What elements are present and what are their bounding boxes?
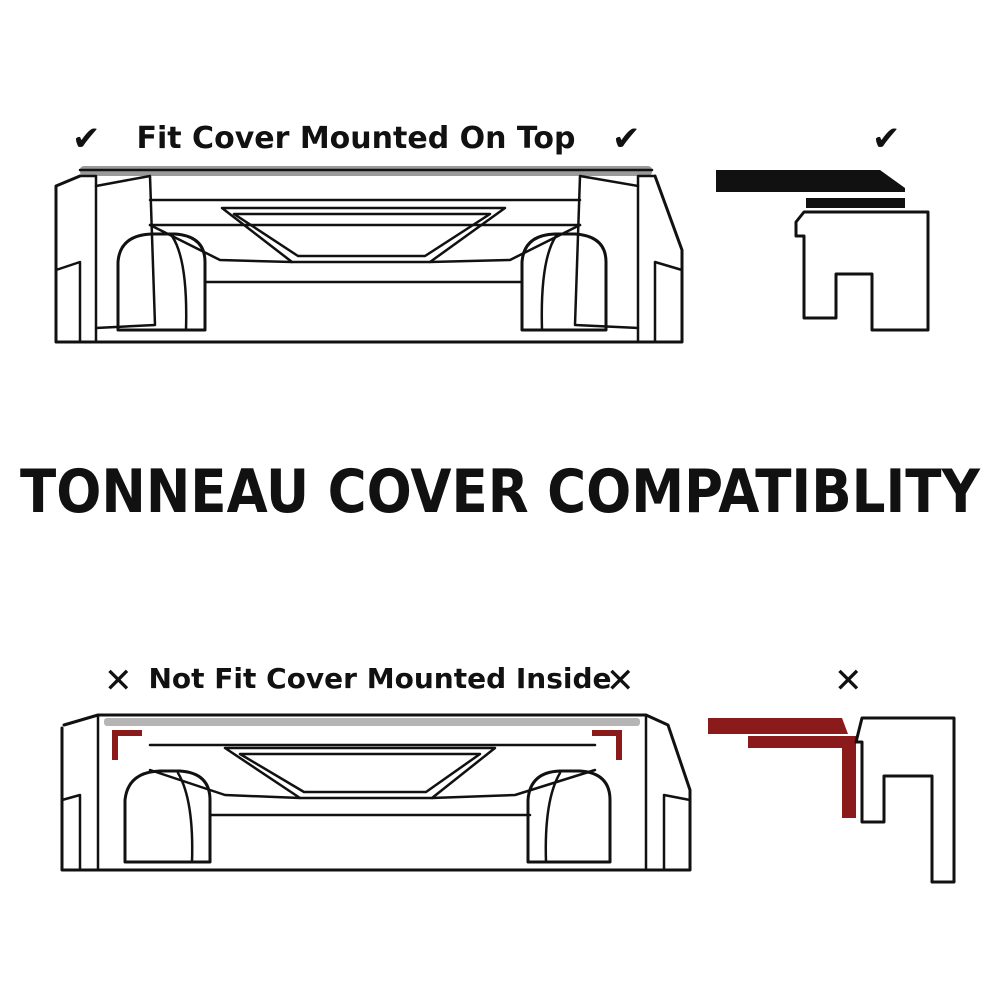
bottom-cover-rail <box>104 718 640 726</box>
bottom-left-x-icon: ✕ <box>104 661 133 701</box>
bottom-not-fit-section: ✕ Not Fit Cover Mounted Inside ✕ ✕ <box>60 661 956 884</box>
top-profile-illustration <box>716 170 930 332</box>
bottom-profile-x-icon: ✕ <box>834 661 863 701</box>
top-profile-seal <box>806 198 905 208</box>
bottom-right-bracket <box>592 730 622 760</box>
top-profile-cover <box>716 170 905 192</box>
truck-bed-top-illustration <box>54 166 684 344</box>
bottom-profile-illustration <box>708 716 956 884</box>
bottom-left-bracket <box>112 730 142 760</box>
bottom-profile-bed-rail <box>854 716 956 884</box>
bottom-profile-cover-lower <box>748 736 856 818</box>
top-profile-check-icon: ✔ <box>872 119 901 159</box>
bottom-right-x-icon: ✕ <box>606 661 635 701</box>
bottom-profile-cover-upper <box>708 718 848 734</box>
top-fit-section: ✔ Fit Cover Mounted On Top ✔ ✔ <box>54 119 930 344</box>
top-right-check-icon: ✔ <box>612 119 641 159</box>
top-left-check-icon: ✔ <box>72 119 101 159</box>
bottom-not-fit-label: Not Fit Cover Mounted Inside <box>148 662 611 695</box>
main-title: TONNEAU COVER COMPATIBLITY <box>20 457 981 527</box>
truck-bed-bottom-illustration <box>60 713 692 872</box>
top-profile-bed-rail <box>794 210 930 332</box>
top-fit-label: Fit Cover Mounted On Top <box>137 121 576 156</box>
